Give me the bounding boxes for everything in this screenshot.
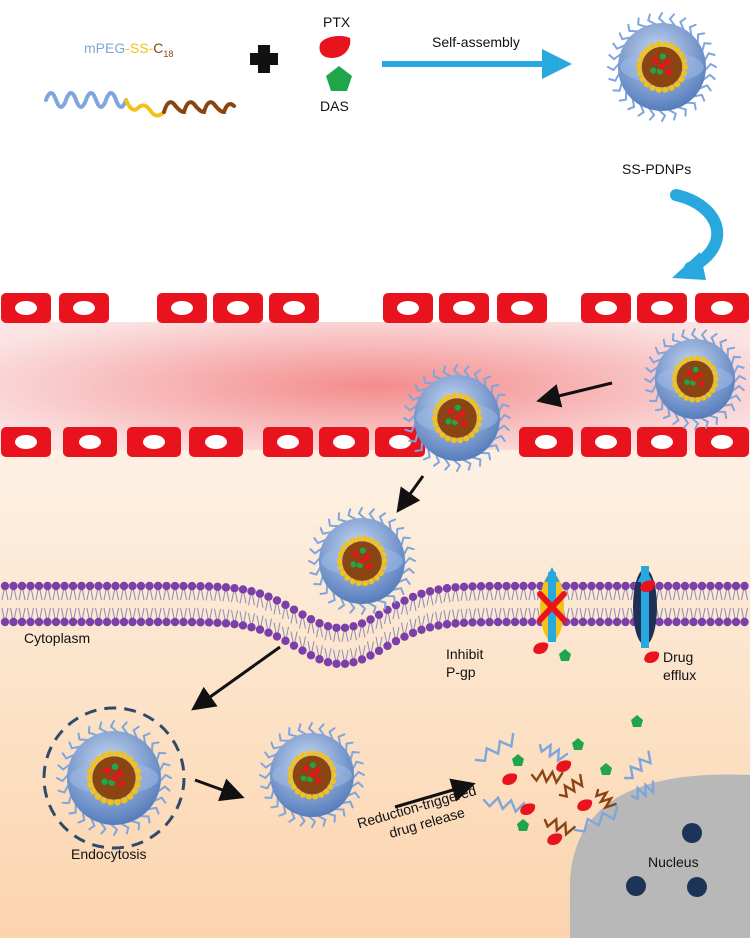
vessel-cell [637, 427, 687, 457]
arrow-release [394, 778, 476, 809]
ptx-icon [319, 36, 351, 58]
das-label: DAS [320, 98, 349, 114]
endosome [42, 706, 186, 850]
das-molecule [512, 754, 524, 766]
polymer-fragment [623, 750, 653, 780]
polymer-fragment [474, 732, 515, 763]
vessel-cell [519, 427, 573, 457]
self-assembly-label: Self-assembly [432, 34, 520, 50]
das-molecule [517, 819, 529, 831]
vessel-cell [383, 293, 433, 323]
cytoplasm-label: Cytoplasm [24, 630, 91, 646]
vessel-cell [695, 293, 749, 323]
pgp-inhibited [537, 567, 567, 642]
vessel-cell [1, 427, 51, 457]
ptx-molecule [644, 651, 660, 663]
polymer-fragment [543, 816, 576, 837]
polymer-chain [44, 91, 236, 118]
polymer-fragment [558, 773, 584, 799]
nucleus-label: Nucleus [648, 854, 699, 870]
curved-arrow [670, 189, 724, 274]
arrow-extravasation [536, 381, 613, 408]
vessel-cell [375, 427, 425, 457]
vessel-cell [127, 427, 181, 457]
das-icon [326, 66, 352, 91]
vessel-cell [581, 293, 631, 323]
das-molecule [631, 715, 643, 727]
das-molecule [572, 738, 584, 750]
nucleus-dot [626, 876, 646, 896]
arrow-endosome-escape [194, 778, 245, 802]
arrow-to-endosome [191, 645, 281, 711]
polymer-fragment [530, 768, 564, 786]
das-molecule [559, 649, 571, 661]
nucleus-dot [682, 823, 702, 843]
endocytosis-label: Endocytosis [71, 846, 147, 862]
vessel-cell [439, 293, 489, 323]
nanoparticle [56, 720, 172, 836]
vessel-cell [269, 293, 319, 323]
das-molecule [600, 763, 612, 775]
vessel-cell [157, 293, 207, 323]
nanoparticle [308, 507, 416, 615]
released-drugs [474, 580, 660, 845]
ptx-molecule [520, 803, 536, 815]
vessel-cell [319, 427, 369, 457]
vessel-cell [581, 427, 631, 457]
vessel-cell [189, 427, 243, 457]
polymer-label: mPEG-SS-C18 [84, 40, 174, 59]
vessel-cell [1, 293, 51, 323]
polymer-fragment [573, 805, 619, 833]
polymer-fragment [630, 780, 655, 801]
ptx-molecule [547, 833, 563, 845]
curved-arrow-head [672, 252, 706, 280]
nanoparticle [403, 364, 511, 472]
nanoparticle-label: SS-PDNPs [622, 161, 692, 177]
vessel-cell [63, 427, 117, 457]
vessel-cell [695, 427, 749, 457]
nanoparticle [607, 12, 717, 122]
vessel-cell [497, 293, 547, 323]
arrow-to-membrane [396, 475, 425, 513]
ptx-molecule [640, 580, 656, 592]
inhibit-x-icon [537, 591, 567, 623]
polymer-fragment [538, 742, 569, 764]
polymer-fragment [594, 788, 617, 810]
polymer-fragment [482, 795, 526, 814]
nanoparticle [259, 722, 365, 828]
ptx-molecule [556, 760, 572, 772]
ptx-molecule [577, 799, 593, 811]
ptx-molecule [502, 773, 518, 785]
nucleus-dot [687, 877, 707, 897]
nanoparticle [644, 328, 746, 430]
nanoparticles [56, 12, 746, 836]
ptx-molecule [533, 642, 549, 654]
plus-icon [250, 45, 278, 73]
vessel-cell [59, 293, 109, 323]
ptx-label: PTX [323, 14, 351, 30]
vessel-cell [637, 293, 687, 323]
endothelial-cells [1, 293, 749, 457]
vessel-cell [213, 293, 263, 323]
vessel-cell [263, 427, 313, 457]
